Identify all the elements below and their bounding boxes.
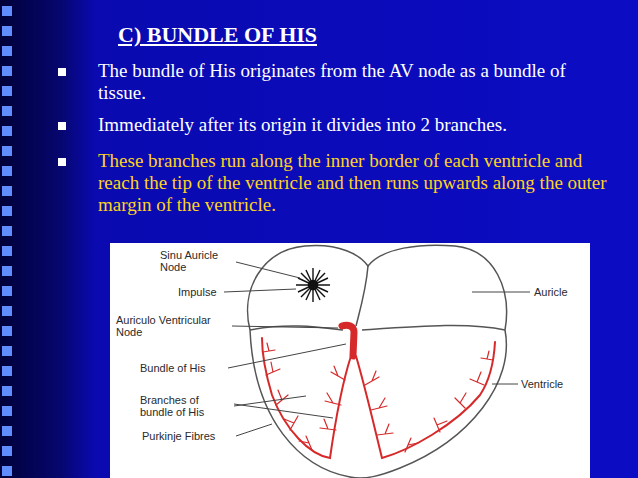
bullet-text: The bundle of His originates from the AV… bbox=[98, 60, 616, 104]
bullet-text: Immediately after its origin it divides … bbox=[98, 114, 616, 136]
part-label: Purkinje Fibres bbox=[142, 430, 234, 442]
part-label: Ventricle bbox=[521, 378, 587, 390]
leader-lines bbox=[224, 262, 530, 436]
part-label-holder: Purkinje Fibres bbox=[142, 430, 234, 442]
picture-panel bbox=[110, 243, 590, 478]
part-label-holder: Auriculo Ventricular Node bbox=[116, 314, 232, 338]
bullet-text-holder: These branches run along the inner borde… bbox=[98, 150, 616, 216]
sa-node-star bbox=[296, 268, 330, 302]
heart-illustration bbox=[248, 245, 507, 478]
part-label: Bundle of His bbox=[140, 362, 226, 374]
part-label: Sinu Auricle Node bbox=[160, 249, 234, 273]
part-label-holder: Impulse bbox=[178, 286, 224, 298]
part-label: Auricle bbox=[534, 286, 586, 298]
part-label: Auriculo Ventricular Node bbox=[116, 314, 232, 338]
bullet-text: These branches run along the inner borde… bbox=[98, 150, 616, 216]
part-label-holder: Bundle of His bbox=[140, 362, 226, 374]
part-label-holder: Branches of bundle of His bbox=[140, 394, 232, 418]
bullet-text-holder: Immediately after its origin it divides … bbox=[98, 114, 616, 136]
part-label-holder: Ventricle bbox=[521, 378, 587, 390]
part-label: Impulse bbox=[178, 286, 224, 298]
part-label-holder: Auricle bbox=[534, 286, 586, 298]
part-label: Branches of bundle of His bbox=[140, 394, 232, 418]
bullet-text-holder: The bundle of His originates from the AV… bbox=[98, 60, 616, 104]
slide-title: C) BUNDLE OF HIS bbox=[118, 22, 317, 48]
slide-title-holder: C) BUNDLE OF HIS bbox=[118, 22, 317, 48]
bullet-squares bbox=[58, 68, 66, 166]
conduction-system bbox=[262, 325, 495, 458]
side-stripe bbox=[2, 6, 12, 476]
part-label-holder: Sinu Auricle Node bbox=[160, 249, 234, 273]
